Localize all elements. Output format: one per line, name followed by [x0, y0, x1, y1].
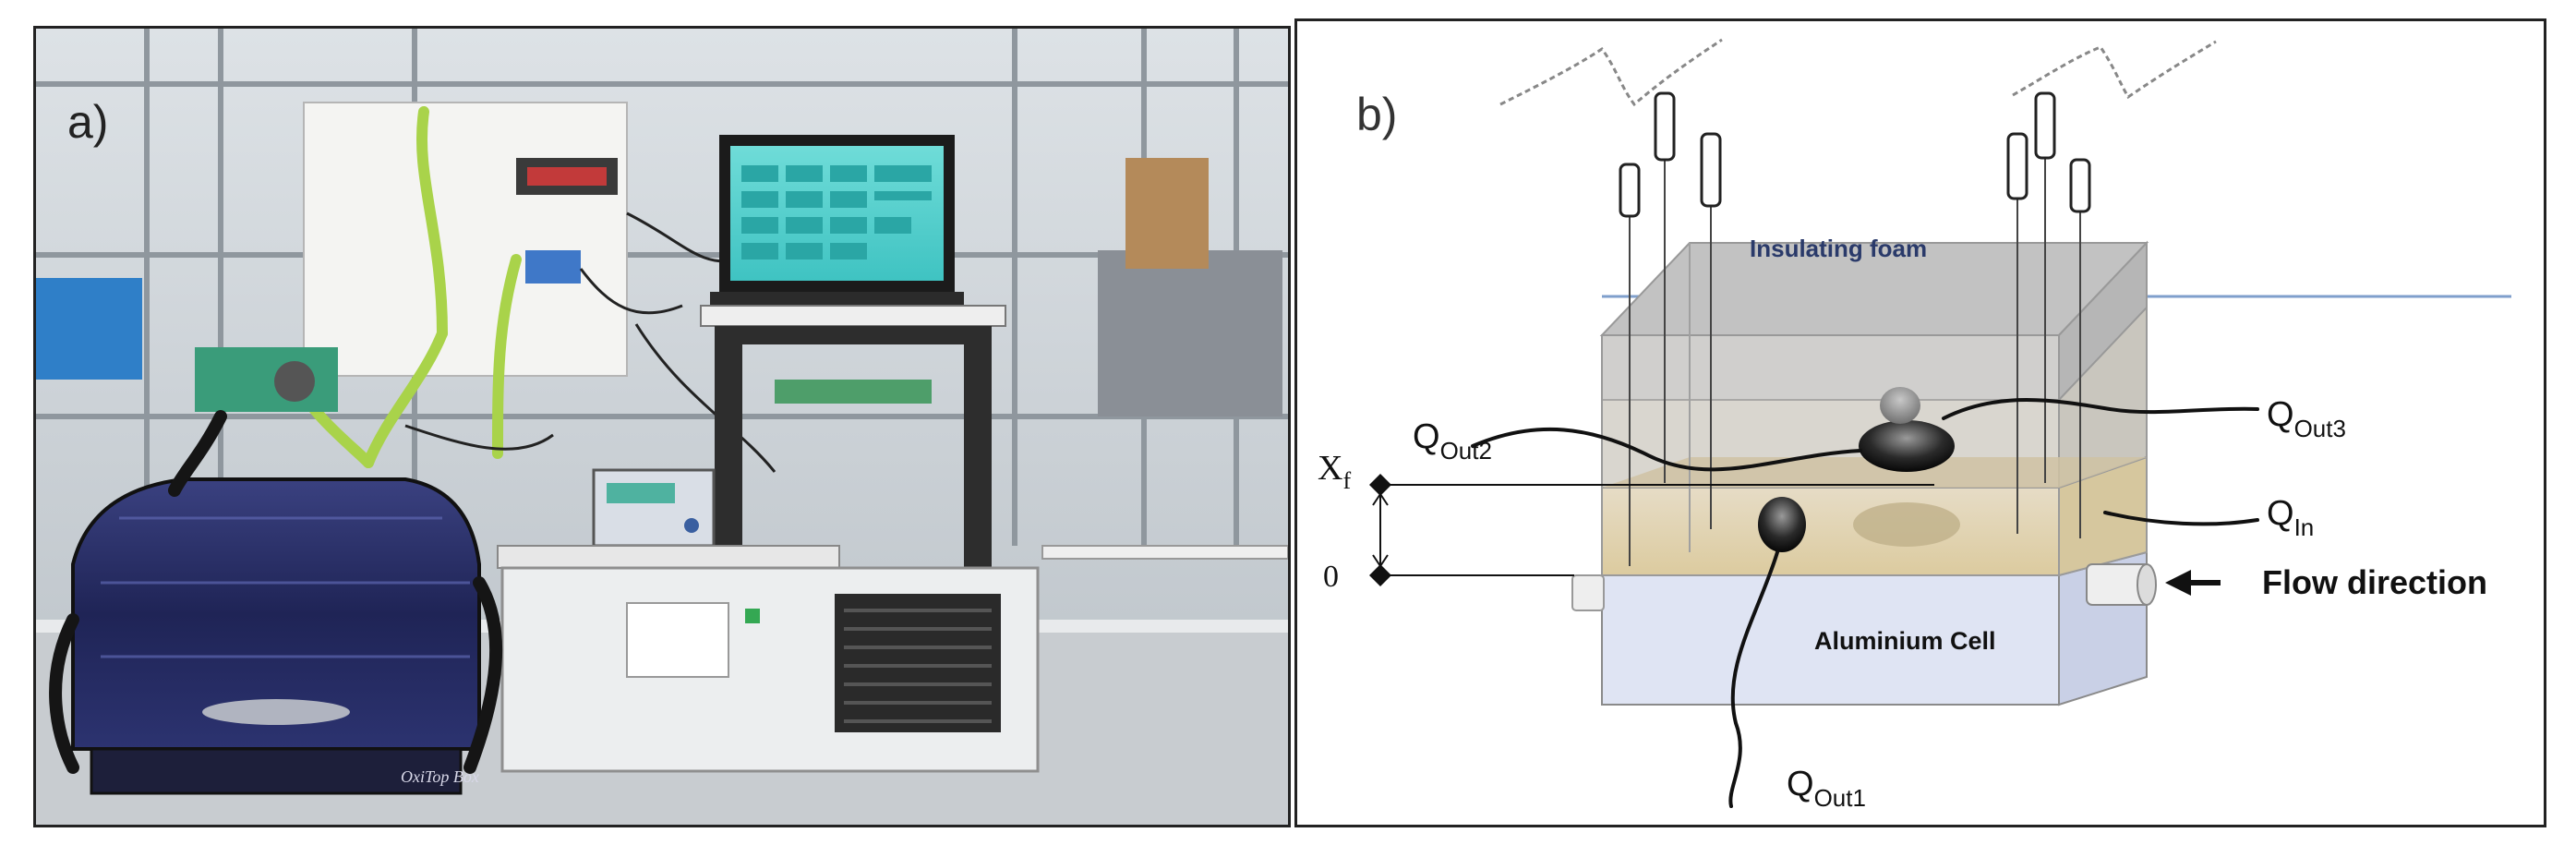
panel-b-label: b) [1356, 89, 1398, 140]
bubble [1853, 502, 1960, 547]
chamber-base [90, 747, 463, 795]
oxitop-brand: OxiTop Box [401, 767, 479, 786]
liquid-layer [1601, 487, 2060, 576]
q-out1-label: QOut1 [1787, 765, 1866, 812]
blue-cabinet [36, 278, 142, 380]
power-indicator [745, 609, 760, 623]
cell-schematic: Insulating foam Aluminium Cell Flow dire… [1318, 38, 2511, 812]
measurement-wires [1471, 398, 2259, 808]
bubble [1859, 420, 1955, 472]
panel-a-label: a) [67, 96, 109, 148]
axis-xf-subscript: f [1342, 467, 1351, 494]
panel-a-photo: OxiTop Box a) [33, 26, 1291, 827]
sensor-cable [2012, 40, 2217, 100]
inlet-port [1571, 574, 1605, 611]
table-leg [964, 344, 992, 575]
sensor-probes [1619, 91, 2091, 566]
insulating-foam [1601, 334, 2060, 401]
svg-text:Xf: Xf [1318, 449, 1351, 494]
table-leg [715, 344, 742, 575]
black-hoses [49, 410, 503, 774]
bath-label-sticker [626, 602, 729, 678]
q-in-label: QIn [2267, 494, 2314, 541]
q-out2-label: QOut2 [1413, 417, 1492, 465]
peristaltic-pump [195, 347, 338, 412]
equipment-rack [1098, 250, 1282, 416]
aluminium-cell-label: Aluminium Cell [1814, 627, 1996, 655]
bubble [1758, 497, 1806, 552]
insulating-foam-label: Insulating foam [1750, 235, 1927, 262]
blue-controller [525, 250, 581, 284]
mounting-board [303, 102, 628, 377]
panel-b-schematic: Insulating foam Aluminium Cell Flow dire… [1294, 18, 2546, 827]
green-tubing [289, 106, 522, 468]
bubble [1880, 387, 1920, 424]
bath-vent-grille [835, 594, 1001, 732]
lab-setup-photo: OxiTop Box [36, 29, 1288, 825]
laptop-base [710, 292, 964, 305]
axis-xf-label: X [1318, 449, 1342, 488]
sensor-cable [1499, 38, 1723, 107]
oxitop-chamber [71, 477, 481, 751]
flow-arrow [2165, 570, 2221, 596]
axis-zero-label: 0 [1323, 560, 1339, 594]
table-top [700, 305, 1006, 327]
bath-controller [592, 468, 716, 548]
q-out3-label: QOut3 [2267, 395, 2346, 442]
flow-direction-label: Flow direction [2262, 563, 2487, 601]
